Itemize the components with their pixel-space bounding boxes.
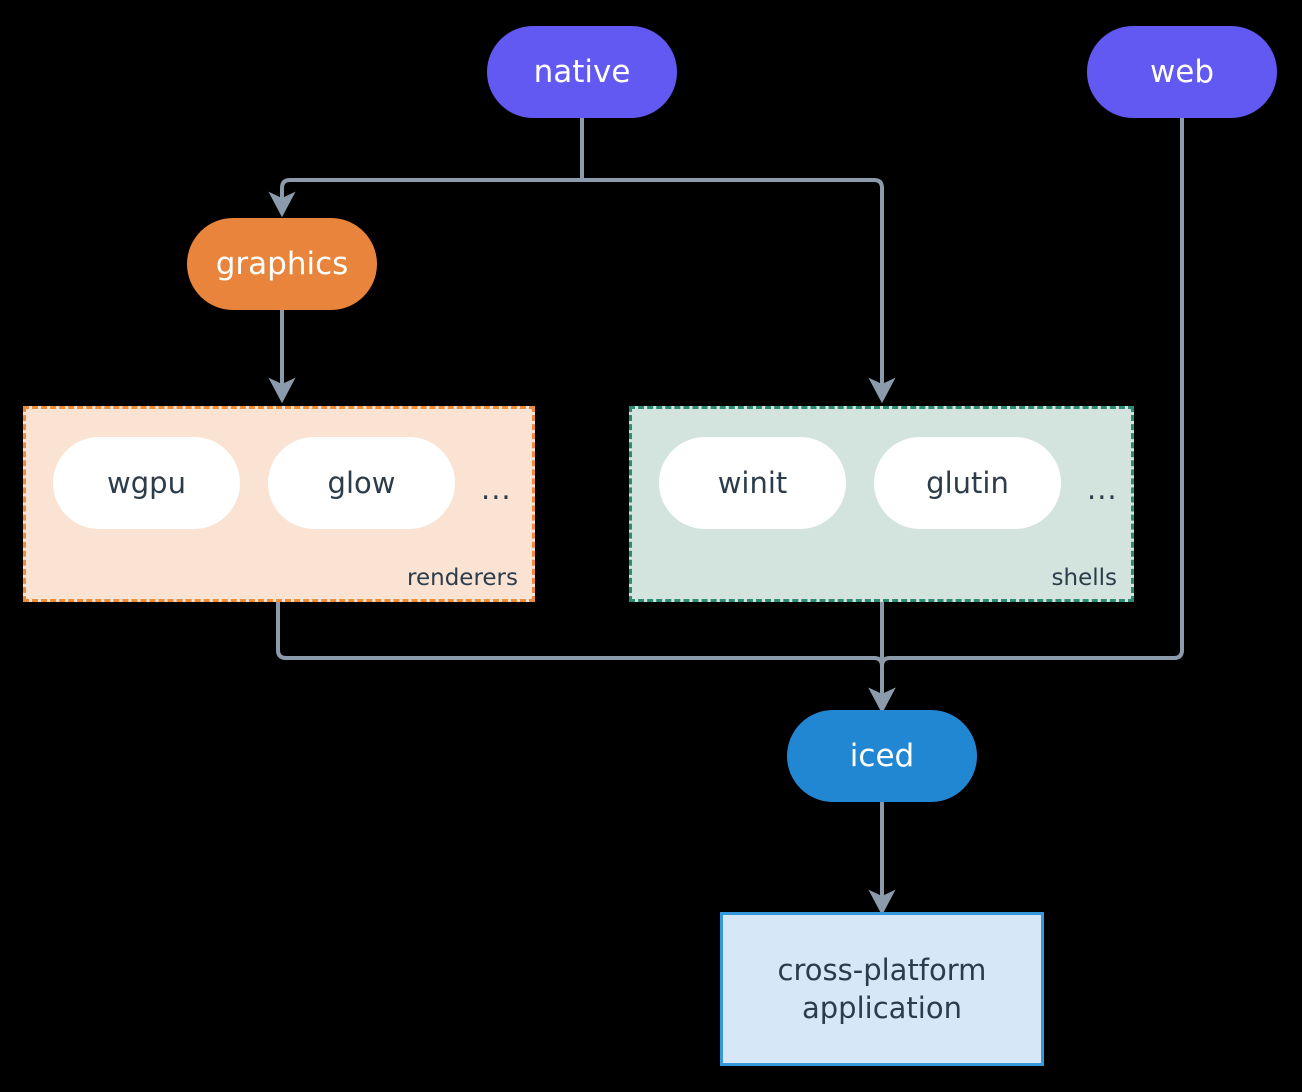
chip-glow[interactable]: glow [268,437,455,529]
node-web[interactable]: web [1087,26,1277,118]
edge-renderers-iced [276,600,896,714]
node-cross-platform-application[interactable]: cross-platform application [720,912,1044,1066]
group-label-renderers: renderers [407,565,518,591]
group-renderers: wgpu glow ... renderers [23,406,535,602]
chip-glutin[interactable]: glutin [874,437,1061,529]
renderers-more-ellipsis: ... [481,472,512,506]
node-graphics[interactable]: graphics [187,218,377,310]
node-iced[interactable]: iced [787,710,977,802]
node-native[interactable]: native [487,26,677,118]
chip-wgpu[interactable]: wgpu [53,437,240,529]
application-label-line1: cross-platform [777,952,987,987]
application-label-line2: application [802,991,962,1025]
edge-native-graphics [268,178,584,218]
application-label: cross-platform application [778,951,987,1028]
group-label-shells: shells [1051,565,1117,591]
group-shells: winit glutin ... shells [629,406,1134,602]
shells-more-ellipsis: ... [1087,472,1118,506]
chip-winit[interactable]: winit [659,437,846,529]
edge-native-shells [580,178,896,404]
